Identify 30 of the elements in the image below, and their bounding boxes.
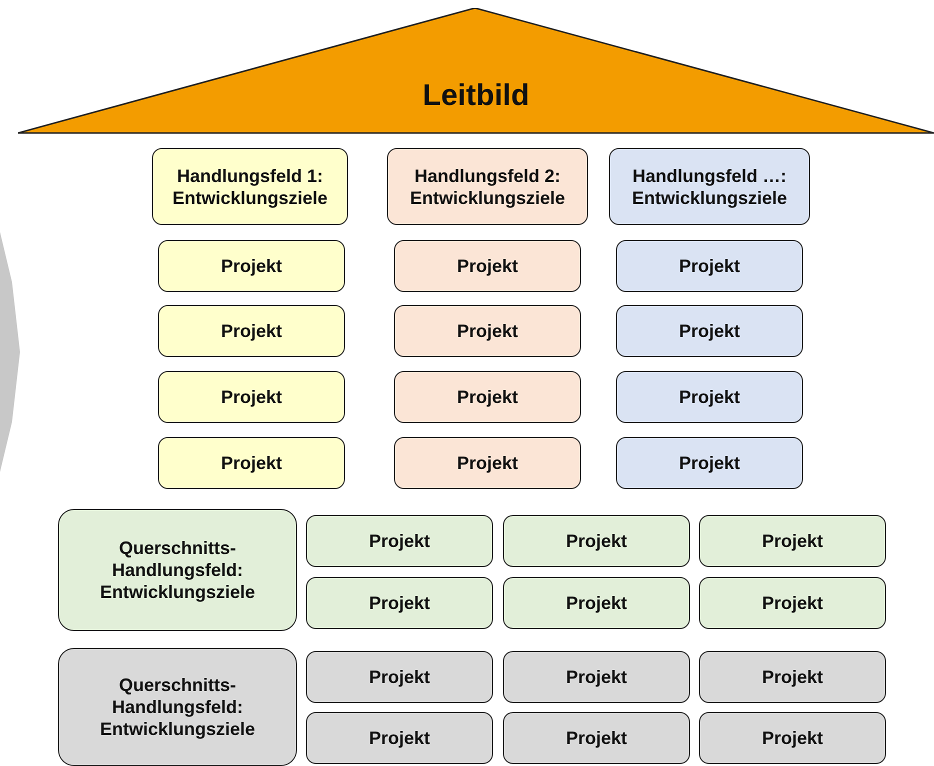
project-box: Projekt [158,371,345,423]
project-box: Projekt [503,515,690,567]
project-box: Projekt [306,712,493,764]
project-box: Projekt [699,651,886,703]
project-box: Projekt [616,240,803,292]
project-box: Projekt [394,305,581,357]
field-box: Handlungsfeld …: Entwicklungsziele [609,148,810,225]
field-box: Querschnitts-Handlungsfeld: Entwicklungsziele [58,509,297,631]
project-box: Projekt [503,577,690,629]
project-box: Projekt [158,305,345,357]
roof-triangle: Leitbild [18,8,934,135]
project-box: Projekt [616,371,803,423]
project-box: Projekt [699,515,886,567]
project-box: Projekt [616,437,803,489]
project-box: Projekt [699,712,886,764]
project-box: Projekt [158,240,345,292]
field-box: Querschnitts-Handlungsfeld: Entwicklungsziele [58,648,297,766]
field-box: Handlungsfeld 1: Entwicklungsziele [152,148,348,225]
project-box: Projekt [306,651,493,703]
project-box: Projekt [394,240,581,292]
project-box: Projekt [158,437,345,489]
project-box: Projekt [616,305,803,357]
project-box: Projekt [394,371,581,423]
project-box: Projekt [503,712,690,764]
project-box: Projekt [306,577,493,629]
field-box: Handlungsfeld 2: Entwicklungsziele [387,148,588,225]
project-box: Projekt [394,437,581,489]
project-box: Projekt [699,577,886,629]
project-box: Projekt [306,515,493,567]
project-box: Projekt [503,651,690,703]
